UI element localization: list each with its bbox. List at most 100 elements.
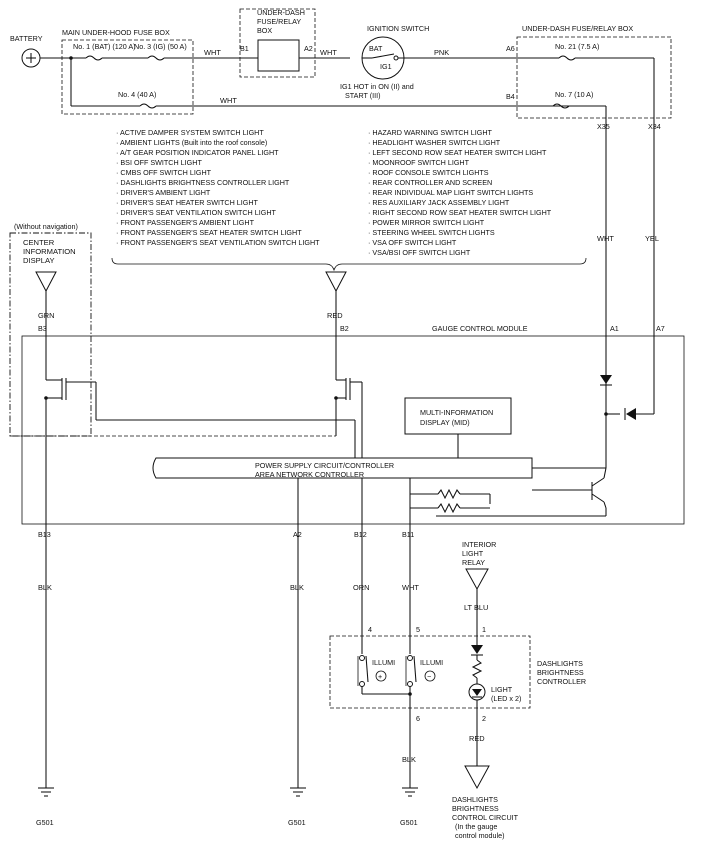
light-left-2: · A/T GEAR POSITION INDICATOR PANEL LIGH… [116, 148, 279, 157]
dbcc-line4: (In the gauge [455, 822, 497, 831]
under-dash-small-box: UNDER-DASH FUSE/RELAY BOX B1 A2 WHT [239, 8, 350, 78]
relay-line3: RELAY [462, 558, 485, 567]
light-right-12: · VSA/BSI OFF SWITCH LIGHT [368, 248, 471, 257]
ground-3-label: G501 [400, 818, 418, 827]
udrb-pin-x35: X35 [597, 122, 610, 131]
udb-title-1: UNDER-DASH [257, 8, 305, 17]
under-dash-relay-box: UNDER-DASH FUSE/RELAY BOX A6 B4 No. 21 (… [506, 24, 672, 131]
ign-title: IGNITION SWITCH [367, 24, 429, 33]
fuse7-symbol [552, 103, 570, 109]
light-left-6: · DRIVER'S AMBIENT LIGHT [116, 188, 211, 197]
light-right-10: · STEERING WHEEL SWITCH LIGHTS [368, 228, 495, 237]
dbc-pin2: 2 [482, 714, 486, 723]
light-right-6: · REAR INDIVIDUAL MAP LIGHT SWITCH LIGHT… [368, 188, 533, 197]
cid-line1: CENTER [23, 238, 55, 247]
main-fuse-box-title: MAIN UNDER-HOOD FUSE BOX [62, 28, 170, 37]
psc-line2: AREA NETWORK CONTROLLER [255, 470, 364, 479]
battery-label: BATTERY [10, 34, 43, 43]
main-under-hood-fuse-box: MAIN UNDER-HOOD FUSE BOX No. 1 (BAT) (12… [61, 28, 595, 115]
fuse7-label: No. 7 (10 A) [555, 90, 593, 99]
dashlights-brightness-controller: DASHLIGHTS BRIGHTNESS CONTROLLER 4 5 1 6… [329, 625, 586, 788]
dbcc-line1: DASHLIGHTS [452, 795, 498, 804]
mid-line2: DISPLAY (MID) [420, 418, 470, 427]
light-left-3: · BSI OFF SWITCH LIGHT [116, 158, 202, 167]
wire-red-1: RED [327, 311, 343, 320]
udrb-pin-a6: A6 [506, 44, 515, 53]
dashlights-brightness-control-circuit: DASHLIGHTS BRIGHTNESS CONTROL CIRCUIT (I… [452, 765, 519, 840]
wire-wht-1: WHT [204, 48, 221, 57]
udb-title-2: FUSE/RELAY [257, 17, 301, 26]
ground-2-label: G501 [288, 818, 306, 827]
resistor-1 [437, 488, 461, 500]
wire-pnk: PNK [434, 48, 449, 57]
gcm-pin-b2: B2 [340, 324, 349, 333]
psc-line1: POWER SUPPLY CIRCUIT/CONTROLLER [255, 461, 394, 470]
ign-ig1: IG1 [380, 62, 392, 71]
relay-line1: INTERIOR [462, 540, 496, 549]
light-right-3: · MOONROOF SWITCH LIGHT [368, 158, 470, 167]
light-left-8: · DRIVER'S SEAT VENTILATION SWITCH LIGHT [116, 208, 277, 217]
light-left-11: · FRONT PASSENGER'S SEAT VENTILATION SWI… [116, 238, 320, 247]
light-left-9: · FRONT PASSENGER'S AMBIENT LIGHT [116, 218, 255, 227]
dbc-line1: DASHLIGHTS [537, 659, 583, 668]
lights-input-red: RED [325, 271, 347, 336]
ign-note-2: START (III) [345, 91, 381, 100]
wire-wht-4: WHT [597, 234, 614, 243]
gcm-pin-a2: A2 [293, 530, 302, 539]
ign-note-1: IG1 HOT in ON (II) and [340, 82, 414, 91]
light-left-7: · DRIVER'S SEAT HEATER SWITCH LIGHT [116, 198, 259, 207]
illumi-plus-label: ILLUMI [372, 658, 395, 667]
illumi-minus-label: ILLUMI [420, 658, 443, 667]
light-right-5: · REAR CONTROLLER AND SCREEN [368, 178, 492, 187]
light-right-7: · RES AUXILIARY JACK ASSEMBLY LIGHT [368, 198, 510, 207]
wire-wht-3: WHT [320, 48, 337, 57]
dbc-pin1: 1 [482, 625, 486, 634]
light-left-10: · FRONT PASSENGER'S SEAT HEATER SWITCH L… [116, 228, 302, 237]
led-label-2: (LED x 2) [491, 694, 521, 703]
gcm-pin-b3: B3 [38, 324, 47, 333]
fuse4-label: No. 4 (40 A) [118, 90, 156, 99]
light-left-1: · AMBIENT LIGHTS (Built into the roof co… [116, 138, 267, 147]
udb-title-3: BOX [257, 26, 272, 35]
dbc-pin6: 6 [416, 714, 420, 723]
ign-bat: BAT [369, 44, 383, 53]
light-right-0: · HAZARD WARNING SWITCH LIGHT [368, 128, 493, 137]
wire-orn: ORN [353, 583, 369, 592]
light-left-5: · DASHLIGHTS BRIGHTNESS CONTROLLER LIGHT [116, 178, 290, 187]
center-information-display: (Without navigation) CENTER INFORMATION … [9, 222, 92, 437]
ground-1: G501 [36, 787, 54, 827]
gcm-pin-b13: B13 [38, 530, 51, 539]
light-right-8: · RIGHT SECOND ROW SEAT HEATER SWITCH LI… [368, 208, 552, 217]
relay-line2: LIGHT [462, 549, 484, 558]
wire-blk-2: BLK [290, 583, 304, 592]
dbc-line3: CONTROLLER [537, 677, 586, 686]
lights-list-left: · ACTIVE DAMPER SYSTEM SWITCH LIGHT · AM… [116, 128, 320, 247]
wire-blk-3: BLK [402, 755, 416, 764]
gcm-pin-a7: A7 [656, 324, 665, 333]
gcm-pin-b12: B12 [354, 530, 367, 539]
dbc-line2: BRIGHTNESS [537, 668, 584, 677]
dbcc-line2: BRIGHTNESS [452, 804, 499, 813]
ground-2: G501 [288, 787, 306, 827]
illumi-minus-sign: − [427, 672, 431, 681]
gcm-pin-a1: A1 [610, 324, 619, 333]
light-right-9: · POWER MIRROR SWITCH LIGHT [368, 218, 485, 227]
ignition-switch: IGNITION SWITCH BAT IG1 IG1 HOT in ON (I… [340, 24, 550, 100]
light-right-4: · ROOF CONSOLE SWITCH LIGHTS [368, 168, 489, 177]
led-label-1: LIGHT [491, 685, 513, 694]
udrb-title: UNDER-DASH FUSE/RELAY BOX [522, 24, 633, 33]
battery: BATTERY [10, 34, 62, 68]
mid-line1: MULTI-INFORMATION [420, 408, 493, 417]
wire-blk-1: BLK [38, 583, 52, 592]
fuse3-label: No. 3 (IG) (50 A) [134, 42, 187, 51]
cid-line3: DISPLAY [23, 256, 55, 265]
fuse21-label: No. 21 (7.5 A) [555, 42, 599, 51]
light-right-1: · HEADLIGHT WASHER SWITCH LIGHT [368, 138, 501, 147]
fuse21-symbol [558, 55, 576, 61]
gcm-pin-b11: B11 [402, 530, 414, 539]
dbcc-line5: control module) [455, 831, 505, 840]
wire-yel: YEL [645, 234, 659, 243]
fuse1-symbol [85, 55, 103, 61]
